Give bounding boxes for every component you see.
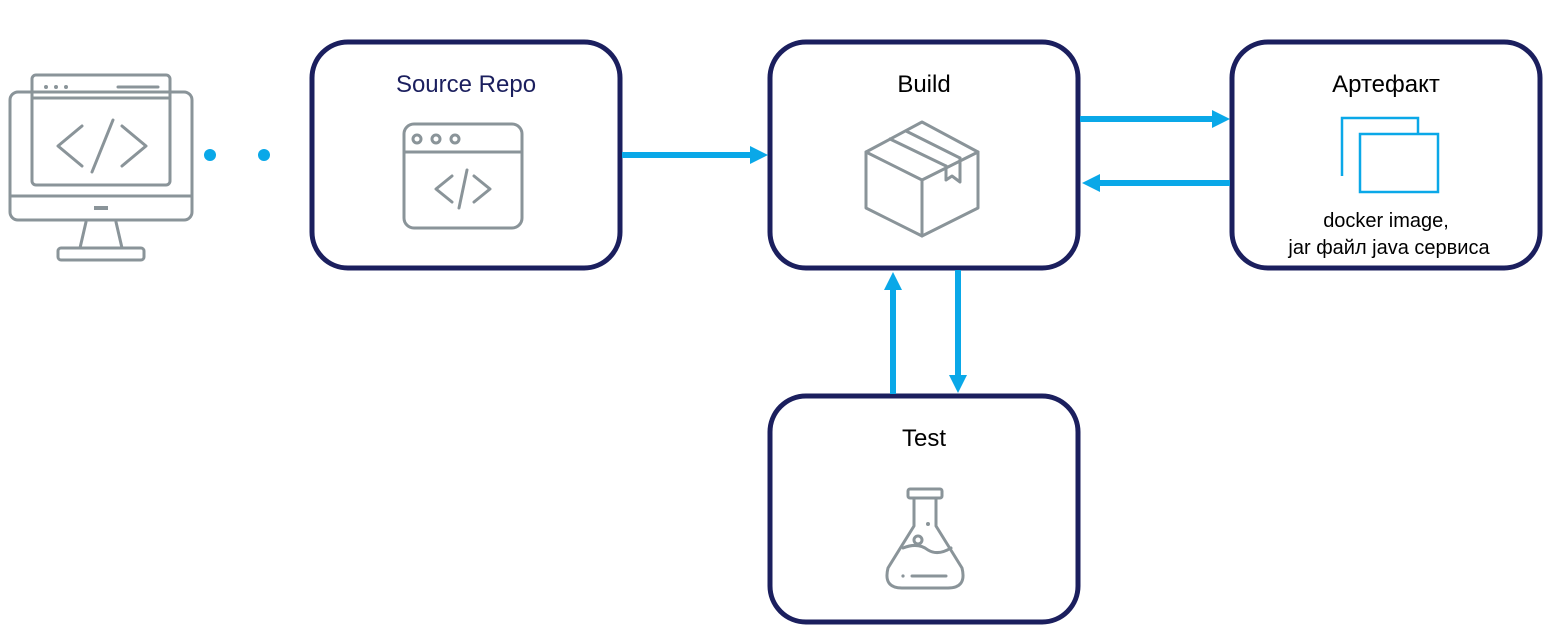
connector-dot xyxy=(204,149,216,161)
artifact-label: Артефакт xyxy=(1332,71,1440,98)
code-window-icon xyxy=(402,122,524,230)
arrow-source-to-build xyxy=(622,146,768,164)
developer-computer-icon xyxy=(8,73,194,262)
flask-icon xyxy=(885,487,965,590)
artifact-node[interactable]: Артефакт docker image, jar файл java сер… xyxy=(1229,39,1543,271)
source-repo-label: Source Repo xyxy=(396,71,536,98)
test-label: Test xyxy=(902,425,946,452)
arrow-build-to-artifact xyxy=(1080,110,1230,128)
build-label: Build xyxy=(897,71,950,98)
arrow-build-to-test xyxy=(949,270,967,393)
build-node[interactable]: Build xyxy=(767,39,1081,271)
package-box-icon xyxy=(864,120,980,238)
connector-dot xyxy=(258,149,270,161)
artifact-desc-line2: jar файл java сервиса xyxy=(1287,237,1490,259)
artifact-desc-line1: docker image, xyxy=(1323,210,1449,232)
arrow-test-to-build xyxy=(884,272,902,394)
test-node[interactable]: Test xyxy=(767,393,1081,625)
stacked-windows-icon xyxy=(1340,116,1440,194)
arrow-artifact-to-build xyxy=(1082,174,1230,192)
source-repo-node[interactable]: Source Repo xyxy=(309,39,623,271)
